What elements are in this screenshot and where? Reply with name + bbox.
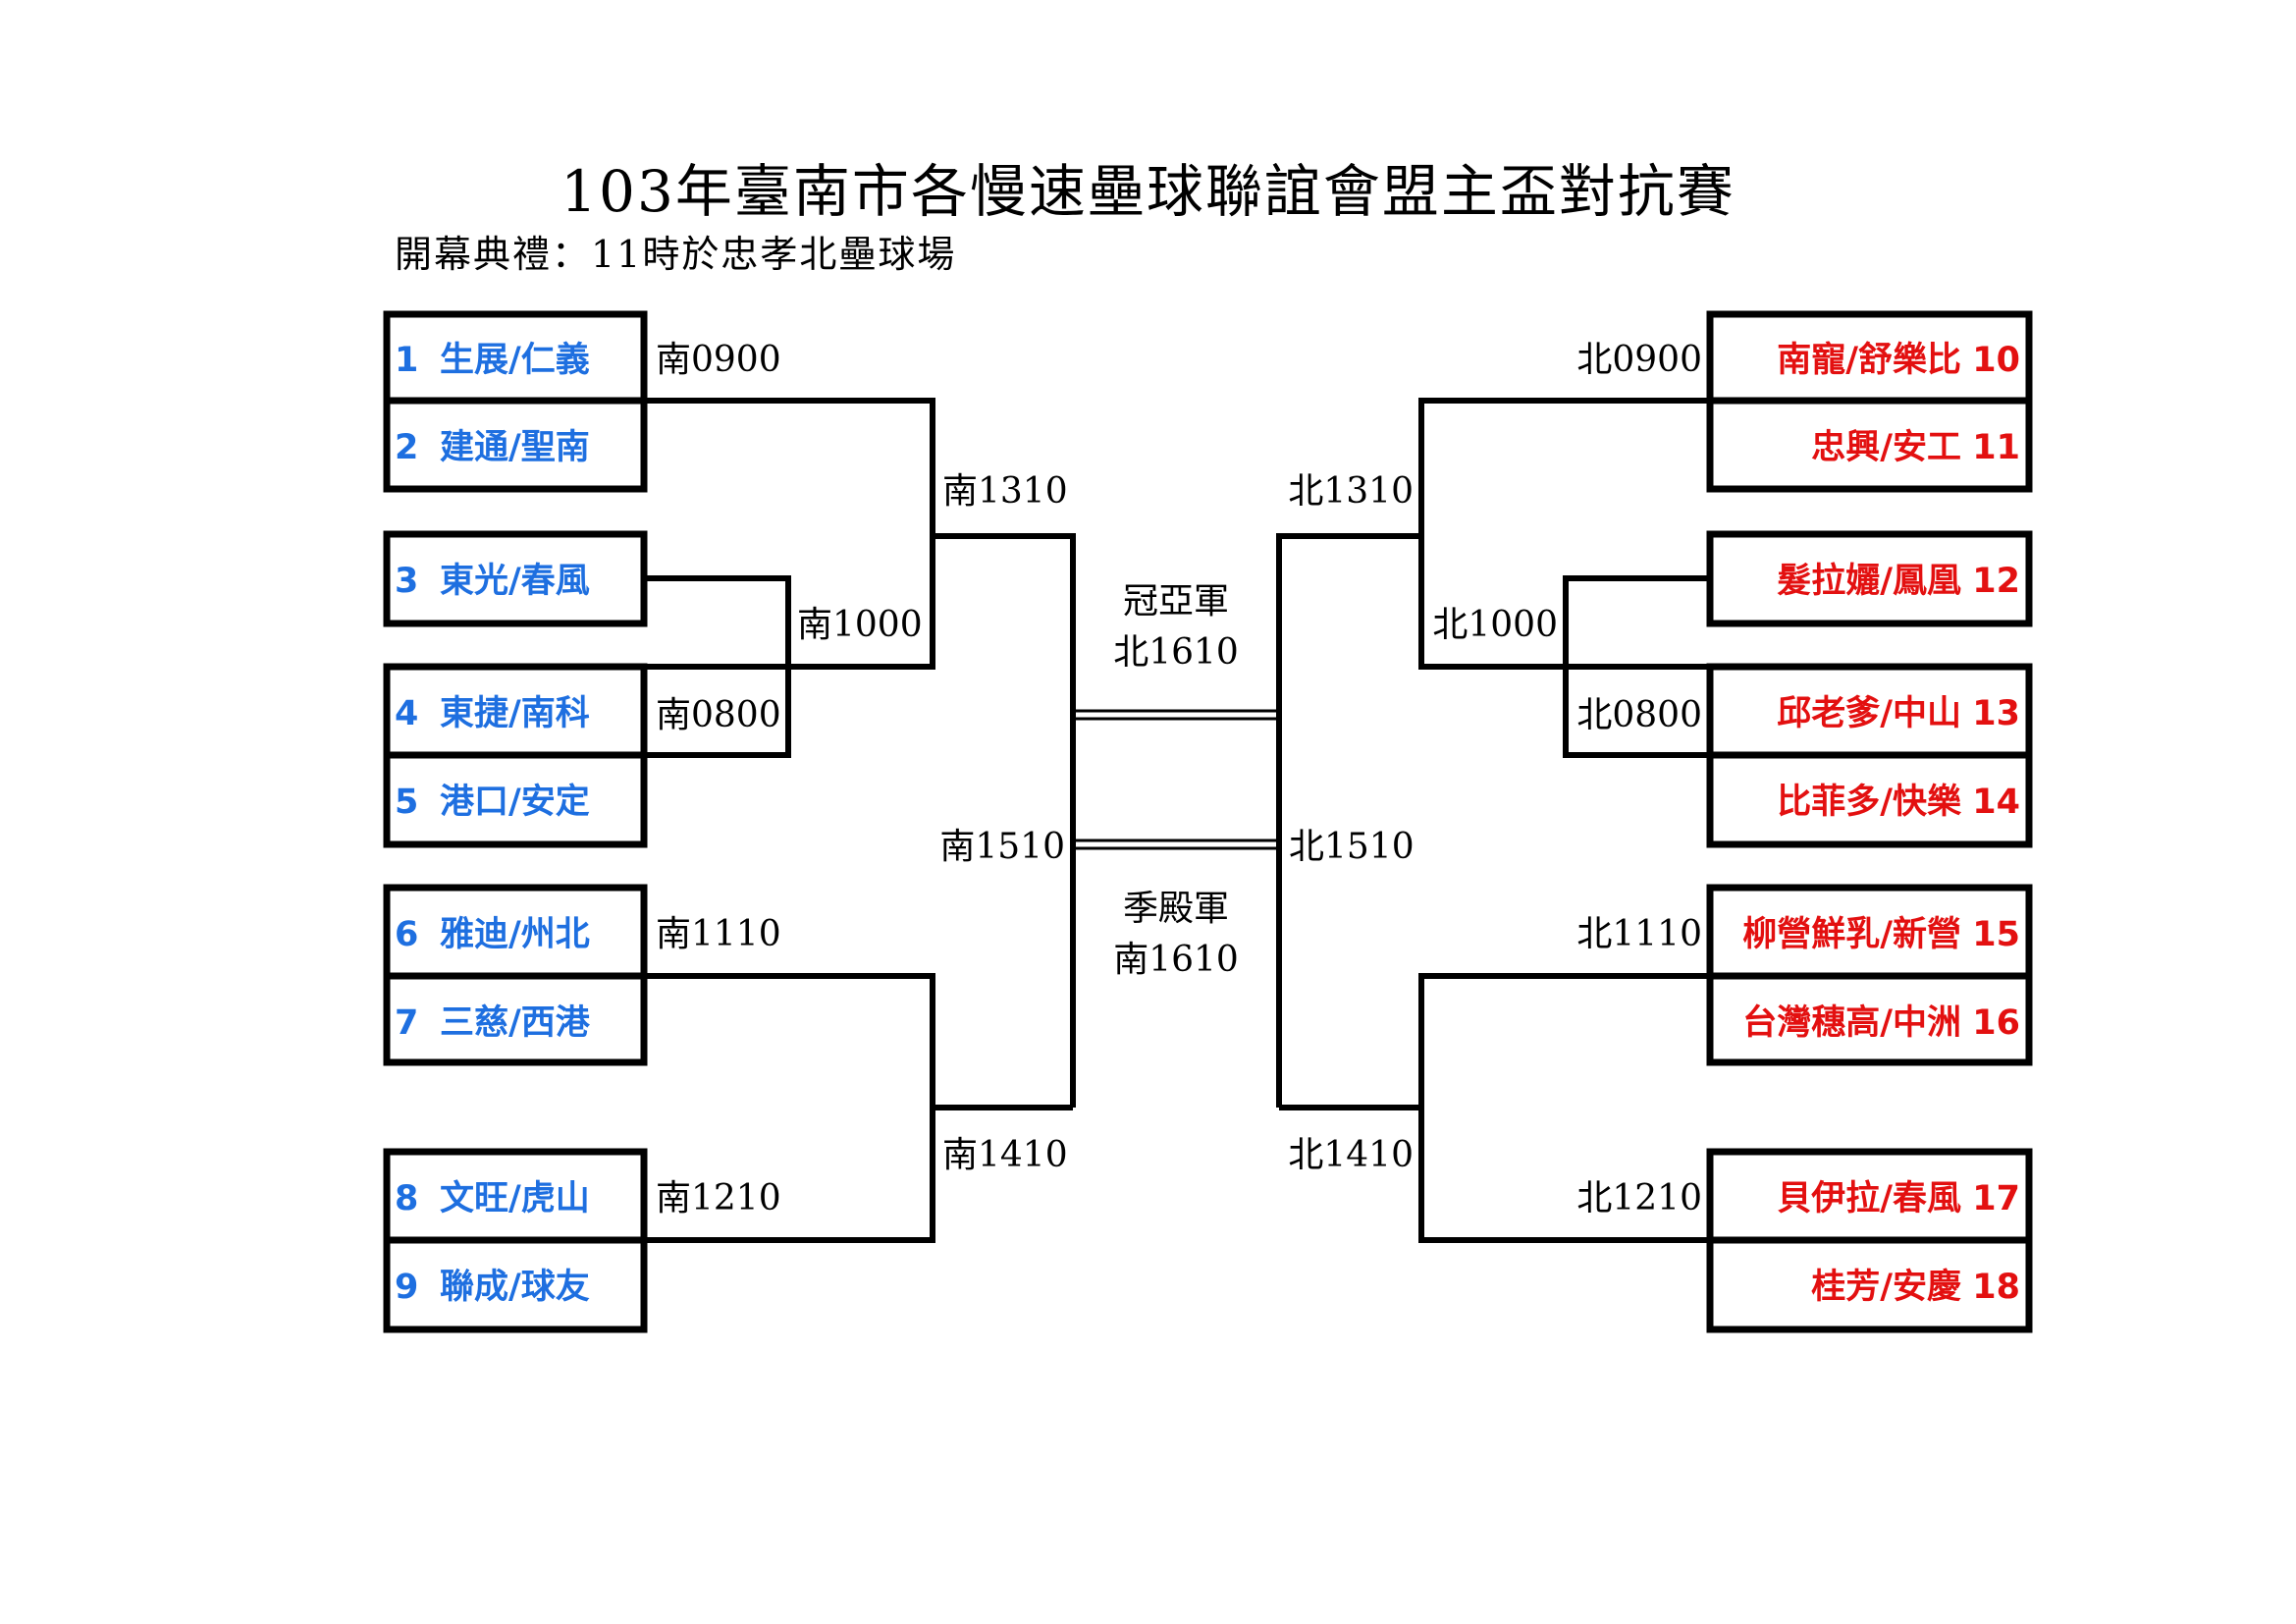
south-game-labels: 南0900 南1310 南1000 南0800 南1510 南1110 南141…: [656, 340, 1068, 1218]
team-5-name: 港口/安定: [440, 783, 590, 822]
team-10-name: 南寵/舒樂比: [1777, 341, 1961, 380]
team-14-name: 比菲多/快樂: [1777, 783, 1962, 822]
game-label-south-1210: 南1210: [656, 1178, 781, 1218]
north-team-boxes: [1706, 310, 2033, 1333]
team-15-name: 柳營鮮乳/新營: [1742, 915, 1961, 954]
team-4-number: 4: [395, 694, 418, 733]
game-label-south-1000: 南1000: [797, 605, 923, 645]
team-11-name: 忠興/安工: [1811, 428, 1961, 467]
team-8-number: 8: [395, 1179, 418, 1218]
game-label-south-1110: 南1110: [656, 914, 781, 954]
team-12-number: 12: [1972, 562, 2020, 601]
team-16-name: 台灣穗高/中洲: [1742, 1003, 1961, 1043]
finals-labels: 冠亞軍 北1610 季殿軍 南1610: [1113, 581, 1239, 980]
team-1-name: 生展/仁義: [440, 341, 590, 380]
north-team-labels: 南寵/舒樂比 10 忠興/安工 11 髮拉孋/鳳凰 12 邱老爹/中山 13 比…: [1742, 341, 2020, 1307]
team-18-name: 桂芳/安慶: [1811, 1268, 1961, 1307]
game-label-north-1310: 北1310: [1288, 471, 1414, 512]
game-label-south-1510: 南1510: [939, 827, 1065, 867]
game-label-north-1110: 北1110: [1576, 914, 1702, 954]
team-15-number: 15: [1972, 915, 2020, 954]
team-8-name: 文旺/虎山: [440, 1179, 590, 1218]
game-label-north-1000: 北1000: [1432, 605, 1558, 645]
team-17-number: 17: [1972, 1179, 2020, 1218]
north-bracket-lines: [1276, 398, 1710, 1243]
team-3-number: 3: [395, 562, 418, 601]
team-6-number: 6: [395, 915, 418, 954]
team-2-name: 建通/聖南: [440, 428, 590, 467]
game-label-south-0900: 南0900: [656, 340, 781, 380]
team-9-name: 聯成/球友: [440, 1268, 590, 1307]
team-4-name: 東捷/南科: [440, 694, 590, 733]
team-17-name: 貝伊拉/春風: [1777, 1179, 1961, 1218]
team-10-number: 10: [1972, 341, 2020, 380]
north-box-group-b: [1706, 530, 2033, 627]
finals-connectors: [1073, 709, 1279, 850]
championship-label: 冠亞軍: [1123, 581, 1229, 622]
game-label-north-1210: 北1210: [1576, 1178, 1702, 1218]
team-13-name: 邱老爹/中山: [1777, 694, 1961, 733]
team-11-number: 11: [1972, 428, 2020, 467]
third-place-label: 季殿軍: [1123, 889, 1229, 929]
team-18-number: 18: [1972, 1268, 2020, 1307]
team-14-number: 14: [1972, 783, 2020, 822]
team-9-number: 9: [395, 1268, 418, 1307]
team-6-name: 雅迪/州北: [440, 915, 590, 954]
team-2-number: 2: [395, 428, 418, 467]
game-label-north-0900: 北0900: [1576, 340, 1702, 380]
south-team-boxes: [383, 310, 648, 1333]
team-16-number: 16: [1972, 1003, 2020, 1043]
opening-ceremony-note: 開幕典禮：11時於忠孝北壘球場: [395, 233, 957, 276]
team-3-name: 東光/春風: [440, 562, 590, 601]
game-label-north-0800: 北0800: [1576, 695, 1702, 735]
championship-game: 北1610: [1113, 632, 1239, 673]
south-team-labels: 1 生展/仁義 2 建通/聖南 3 東光/春風 4 東捷/南科 5 港口/安定 …: [395, 341, 591, 1307]
game-label-north-1510: 北1510: [1289, 827, 1415, 867]
team-5-number: 5: [395, 783, 418, 822]
game-label-south-0800: 南0800: [656, 695, 781, 735]
third-place-game: 南1610: [1113, 940, 1239, 980]
game-label-north-1410: 北1410: [1288, 1135, 1414, 1175]
team-1-number: 1: [395, 341, 418, 380]
team-12-name: 髮拉孋/鳳凰: [1777, 562, 1961, 601]
north-game-labels: 北0900 北1310 北1000 北0800 北1510 北1110 北141…: [1288, 340, 1702, 1218]
team-13-number: 13: [1972, 694, 2020, 733]
south-box-group-b: [383, 530, 648, 627]
game-label-south-1310: 南1310: [942, 471, 1068, 512]
south-bracket-lines: [644, 398, 1076, 1243]
page-title: 103年臺南市各慢速壘球聯誼會盟主盃對抗賽: [561, 158, 1735, 225]
team-7-name: 三慈/西港: [440, 1003, 591, 1043]
game-label-south-1410: 南1410: [942, 1135, 1068, 1175]
team-7-number: 7: [395, 1003, 418, 1043]
